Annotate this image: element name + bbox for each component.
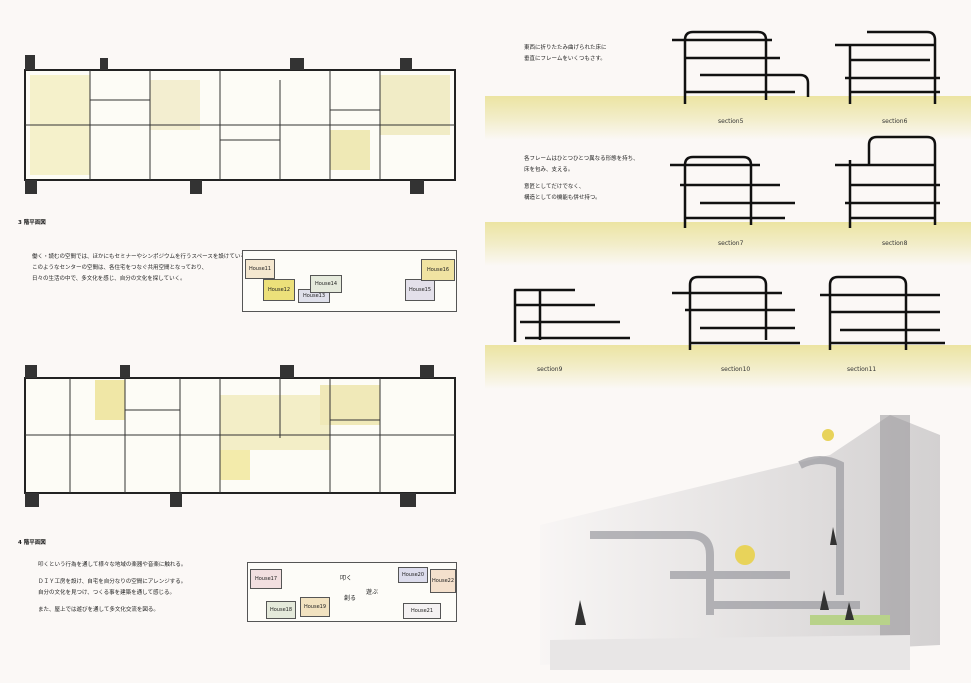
section-drawings — [513, 30, 945, 350]
text-line: ＤＩＹ工房を設け、自宅を自分なりの空間にアレンジする。 — [38, 579, 187, 585]
section8-frame — [835, 135, 940, 228]
concept-text-1: 東西に折りたたみ曲げられた床に 垂直にフレームをいくつもさす。 — [524, 43, 607, 65]
text-line: また、屋上では遊びを通して多文化交流を図る。 — [38, 607, 159, 613]
activity-tsukuru: 創る — [344, 595, 357, 602]
perspective-rendering — [540, 415, 940, 670]
ground-band-2 — [485, 222, 971, 266]
section9-label: section9 — [537, 366, 563, 373]
house-17: House17 — [250, 569, 282, 589]
floor3-description: 働く・読むの空間では、ほかにもセミナーやシンポジウムを行うスペースを設けている。… — [32, 252, 251, 285]
house-19: House19 — [300, 597, 330, 617]
house-14: House14 — [310, 275, 342, 293]
house-15: House15 — [405, 279, 435, 301]
text-line: 叩くという行為を通して様々な地域の楽器や音楽に触れる。 — [38, 562, 187, 568]
house-12: House12 — [263, 279, 295, 301]
house-16: House16 — [421, 259, 455, 281]
floor-plan-4f — [24, 365, 456, 507]
house-20: House20 — [398, 567, 428, 583]
text-line: 自分の文化を見つけ、つくる事を建築を通して感じる。 — [38, 590, 175, 596]
floor-plan-3f — [24, 55, 456, 194]
text-line: 床を包み、支える。 — [524, 167, 574, 173]
floor3-key-plan: House11 House12 House13 House14 House15 … — [242, 250, 457, 312]
section5-frame — [672, 30, 810, 104]
section6-label: section6 — [882, 118, 908, 125]
section5-label: section5 — [718, 118, 744, 125]
ground-band-3 — [485, 345, 971, 389]
section7-label: section7 — [718, 240, 744, 247]
activity-tataku: 叩く — [340, 575, 353, 582]
section8-label: section8 — [882, 240, 908, 247]
text-line: このようなセンターの空間は、各住宅をつなぐ共用空間となっており、 — [32, 265, 208, 271]
floor4-title: 4 階平面図 — [18, 540, 46, 546]
text-line: 垂直にフレームをいくつもさす。 — [524, 56, 606, 62]
house-11: House11 — [245, 259, 275, 279]
text-line: 働く・読むの空間では、ほかにもセミナーやシンポジウムを行うスペースを設けている。 — [32, 254, 252, 260]
house-22: House22 — [430, 569, 456, 593]
house-21: House21 — [403, 603, 441, 619]
section6-frame — [835, 30, 940, 104]
section10-label: section10 — [721, 366, 751, 373]
section11-label: section11 — [847, 366, 877, 373]
section9-frame — [513, 288, 630, 342]
activity-asobu: 遊ぶ — [366, 589, 379, 596]
floor3-title: 3 階平面図 — [18, 220, 46, 226]
concept-text-2: 各フレームはひとつひとつ異なる形態を持ち、 床を包み、支える。 意匠としてだけで… — [524, 154, 639, 204]
text-line: 日々の生活の中で、多文化を感じ、自分の文化を探していく。 — [32, 276, 186, 282]
ground-band-1 — [485, 96, 971, 140]
text-line: 構造としての機能も併せ持つ。 — [524, 195, 601, 201]
floor4-description: 叩くという行為を通して様々な地域の楽器や音楽に触れる。 ＤＩＹ工房を設け、自宅を… — [38, 560, 186, 616]
house-18: House18 — [266, 601, 296, 619]
section7-frame — [670, 155, 795, 228]
text-line: 各フレームはひとつひとつ異なる形態を持ち、 — [524, 156, 639, 162]
text-line: 意匠としてだけでなく、 — [524, 184, 585, 190]
section11-frame — [820, 275, 945, 350]
section10-frame — [672, 275, 800, 350]
text-line: 東西に折りたたみ曲げられた床に — [524, 45, 607, 51]
floor4-key-plan: House17 House18 House19 House20 House21 … — [247, 562, 457, 622]
